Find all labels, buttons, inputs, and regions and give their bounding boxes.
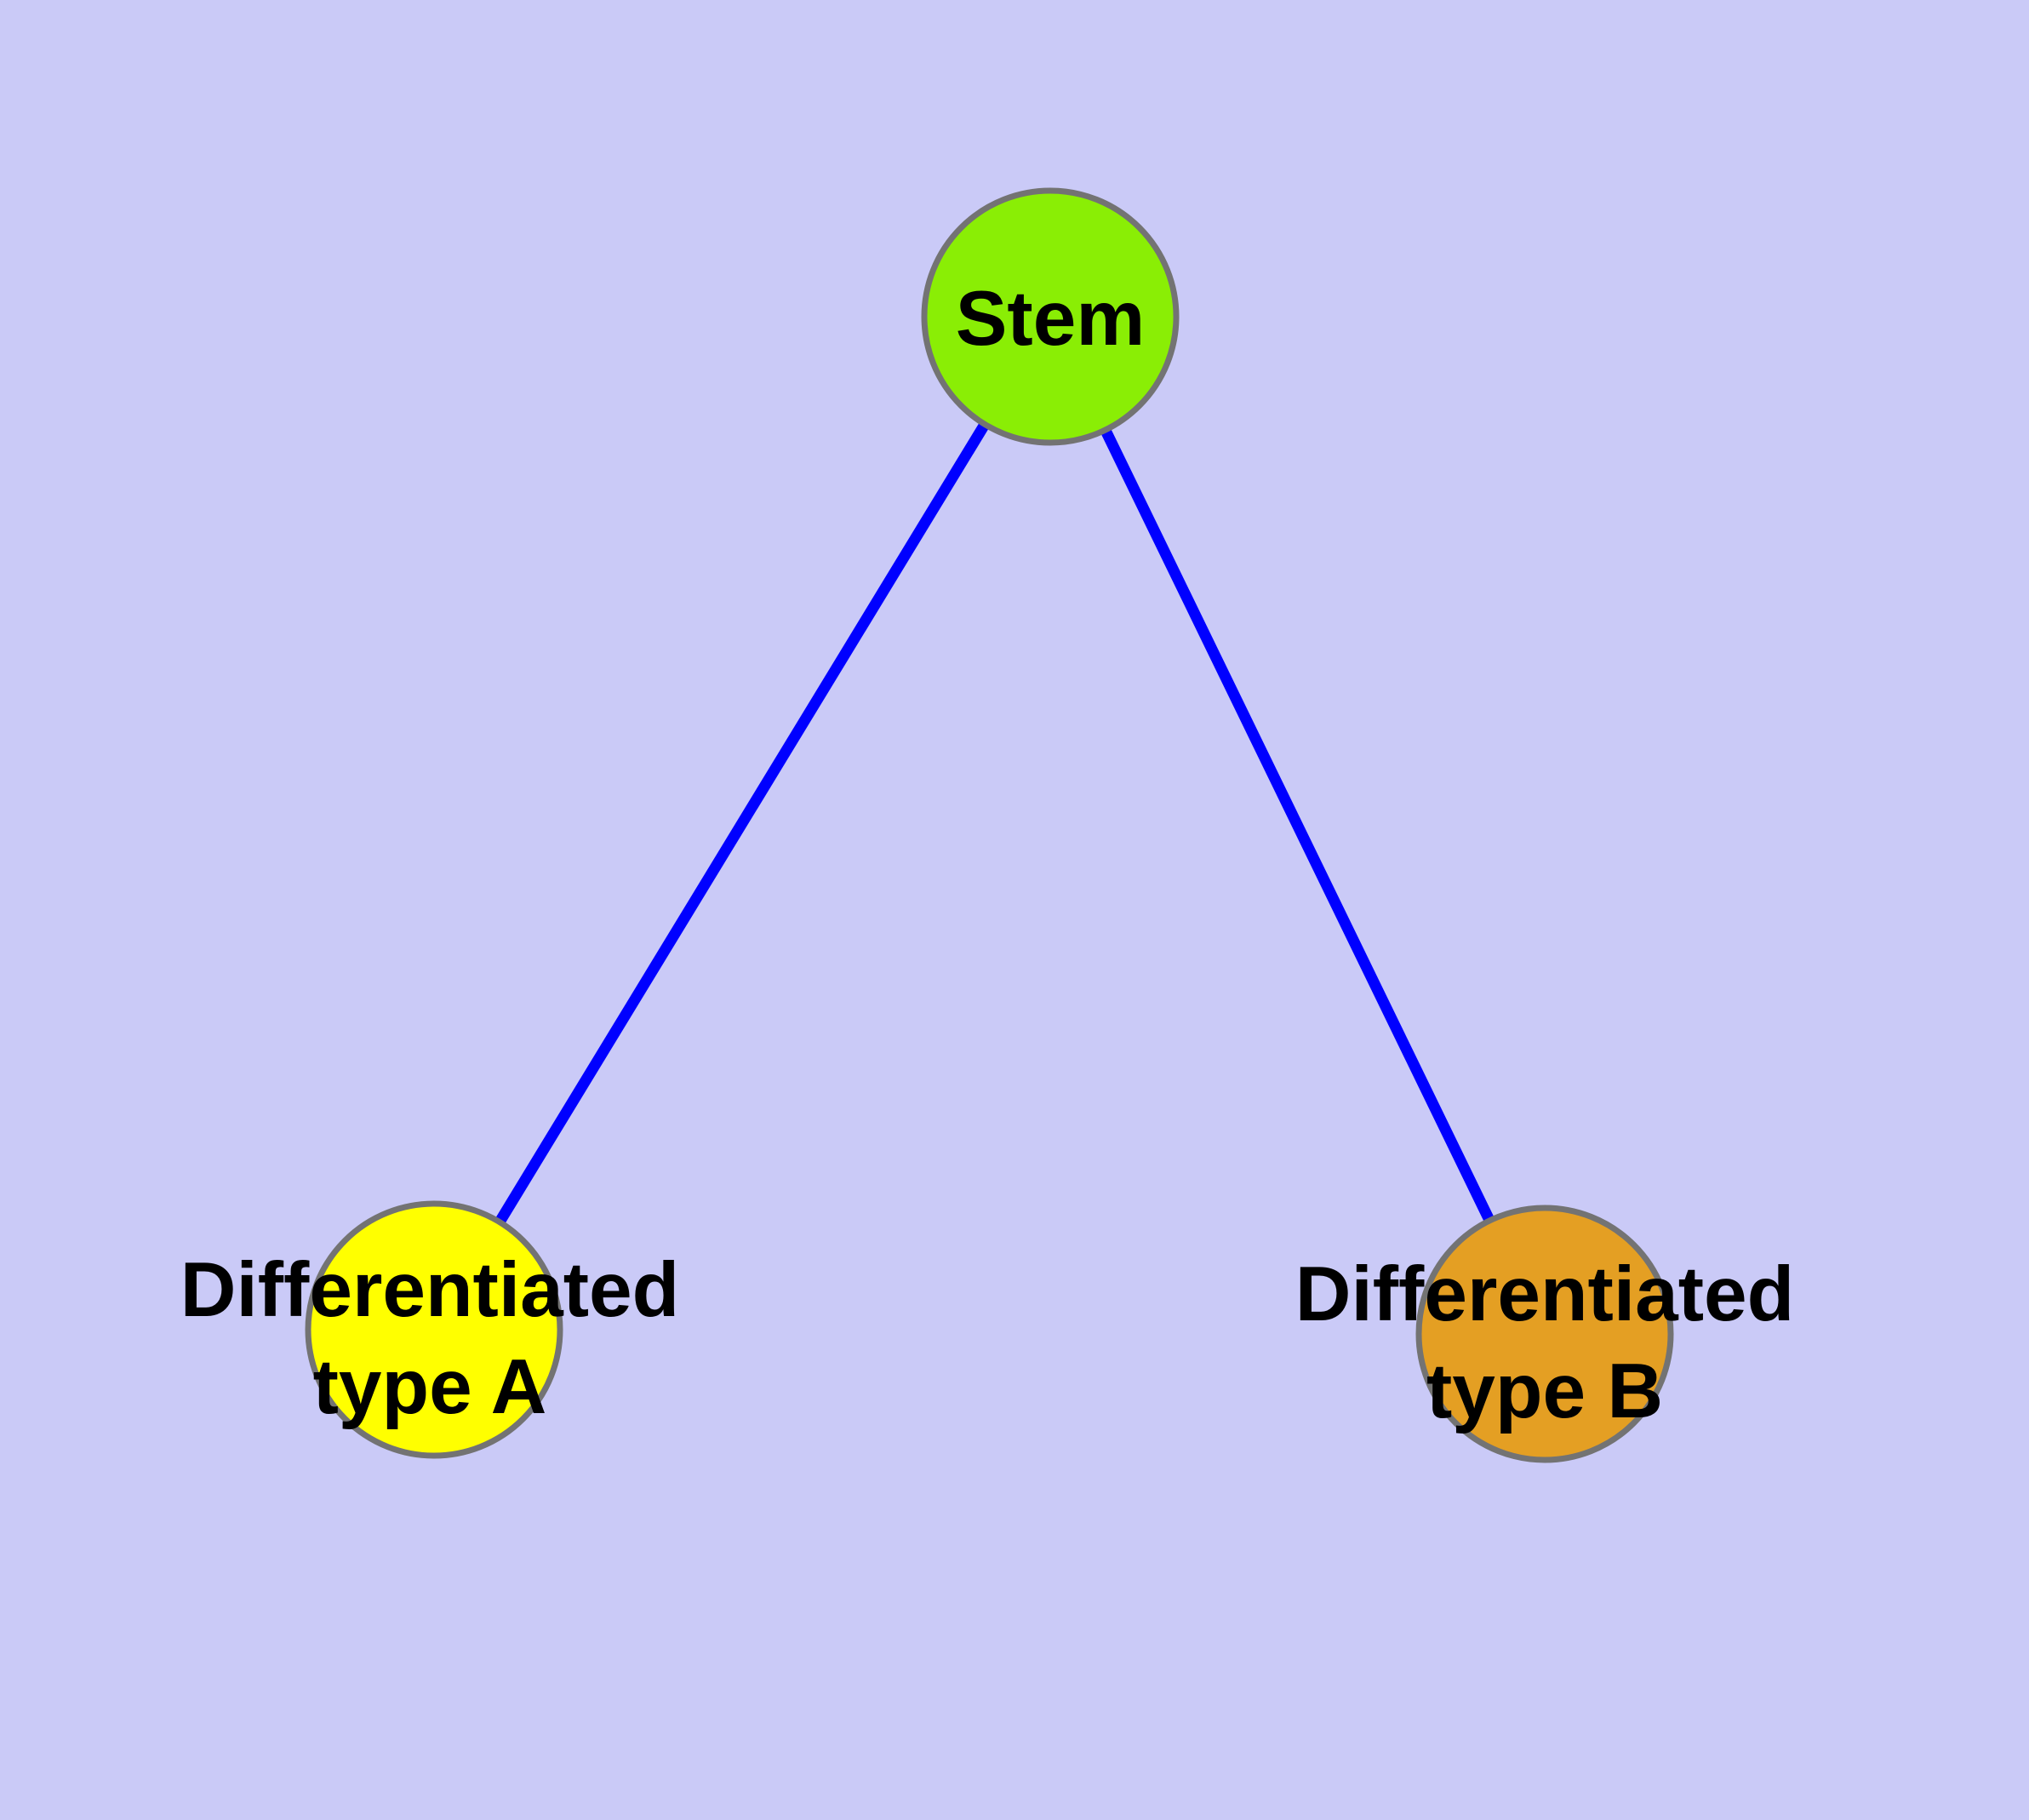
- node-differentiated-type-b: Differentiated type B: [1295, 1205, 1795, 1463]
- type-b-node-label-line1: Differentiated: [1295, 1251, 1795, 1337]
- node-differentiated-type-a: Differentiated type A: [180, 1200, 680, 1459]
- stem-node-circle: [921, 187, 1180, 446]
- type-a-node-circle: [305, 1200, 563, 1459]
- edge-stem-to-type-b: [1045, 314, 1550, 1336]
- type-a-node-label-line1: Differentiated: [180, 1247, 680, 1333]
- type-b-node-circle: [1415, 1205, 1674, 1463]
- type-b-node-label-line2: type B: [1426, 1348, 1663, 1434]
- node-stem: Stem: [921, 187, 1180, 446]
- type-a-node-label-line2: type A: [313, 1344, 547, 1430]
- stem-node-label: Stem: [956, 276, 1146, 362]
- edge-stem-to-type-a: [429, 313, 1055, 1333]
